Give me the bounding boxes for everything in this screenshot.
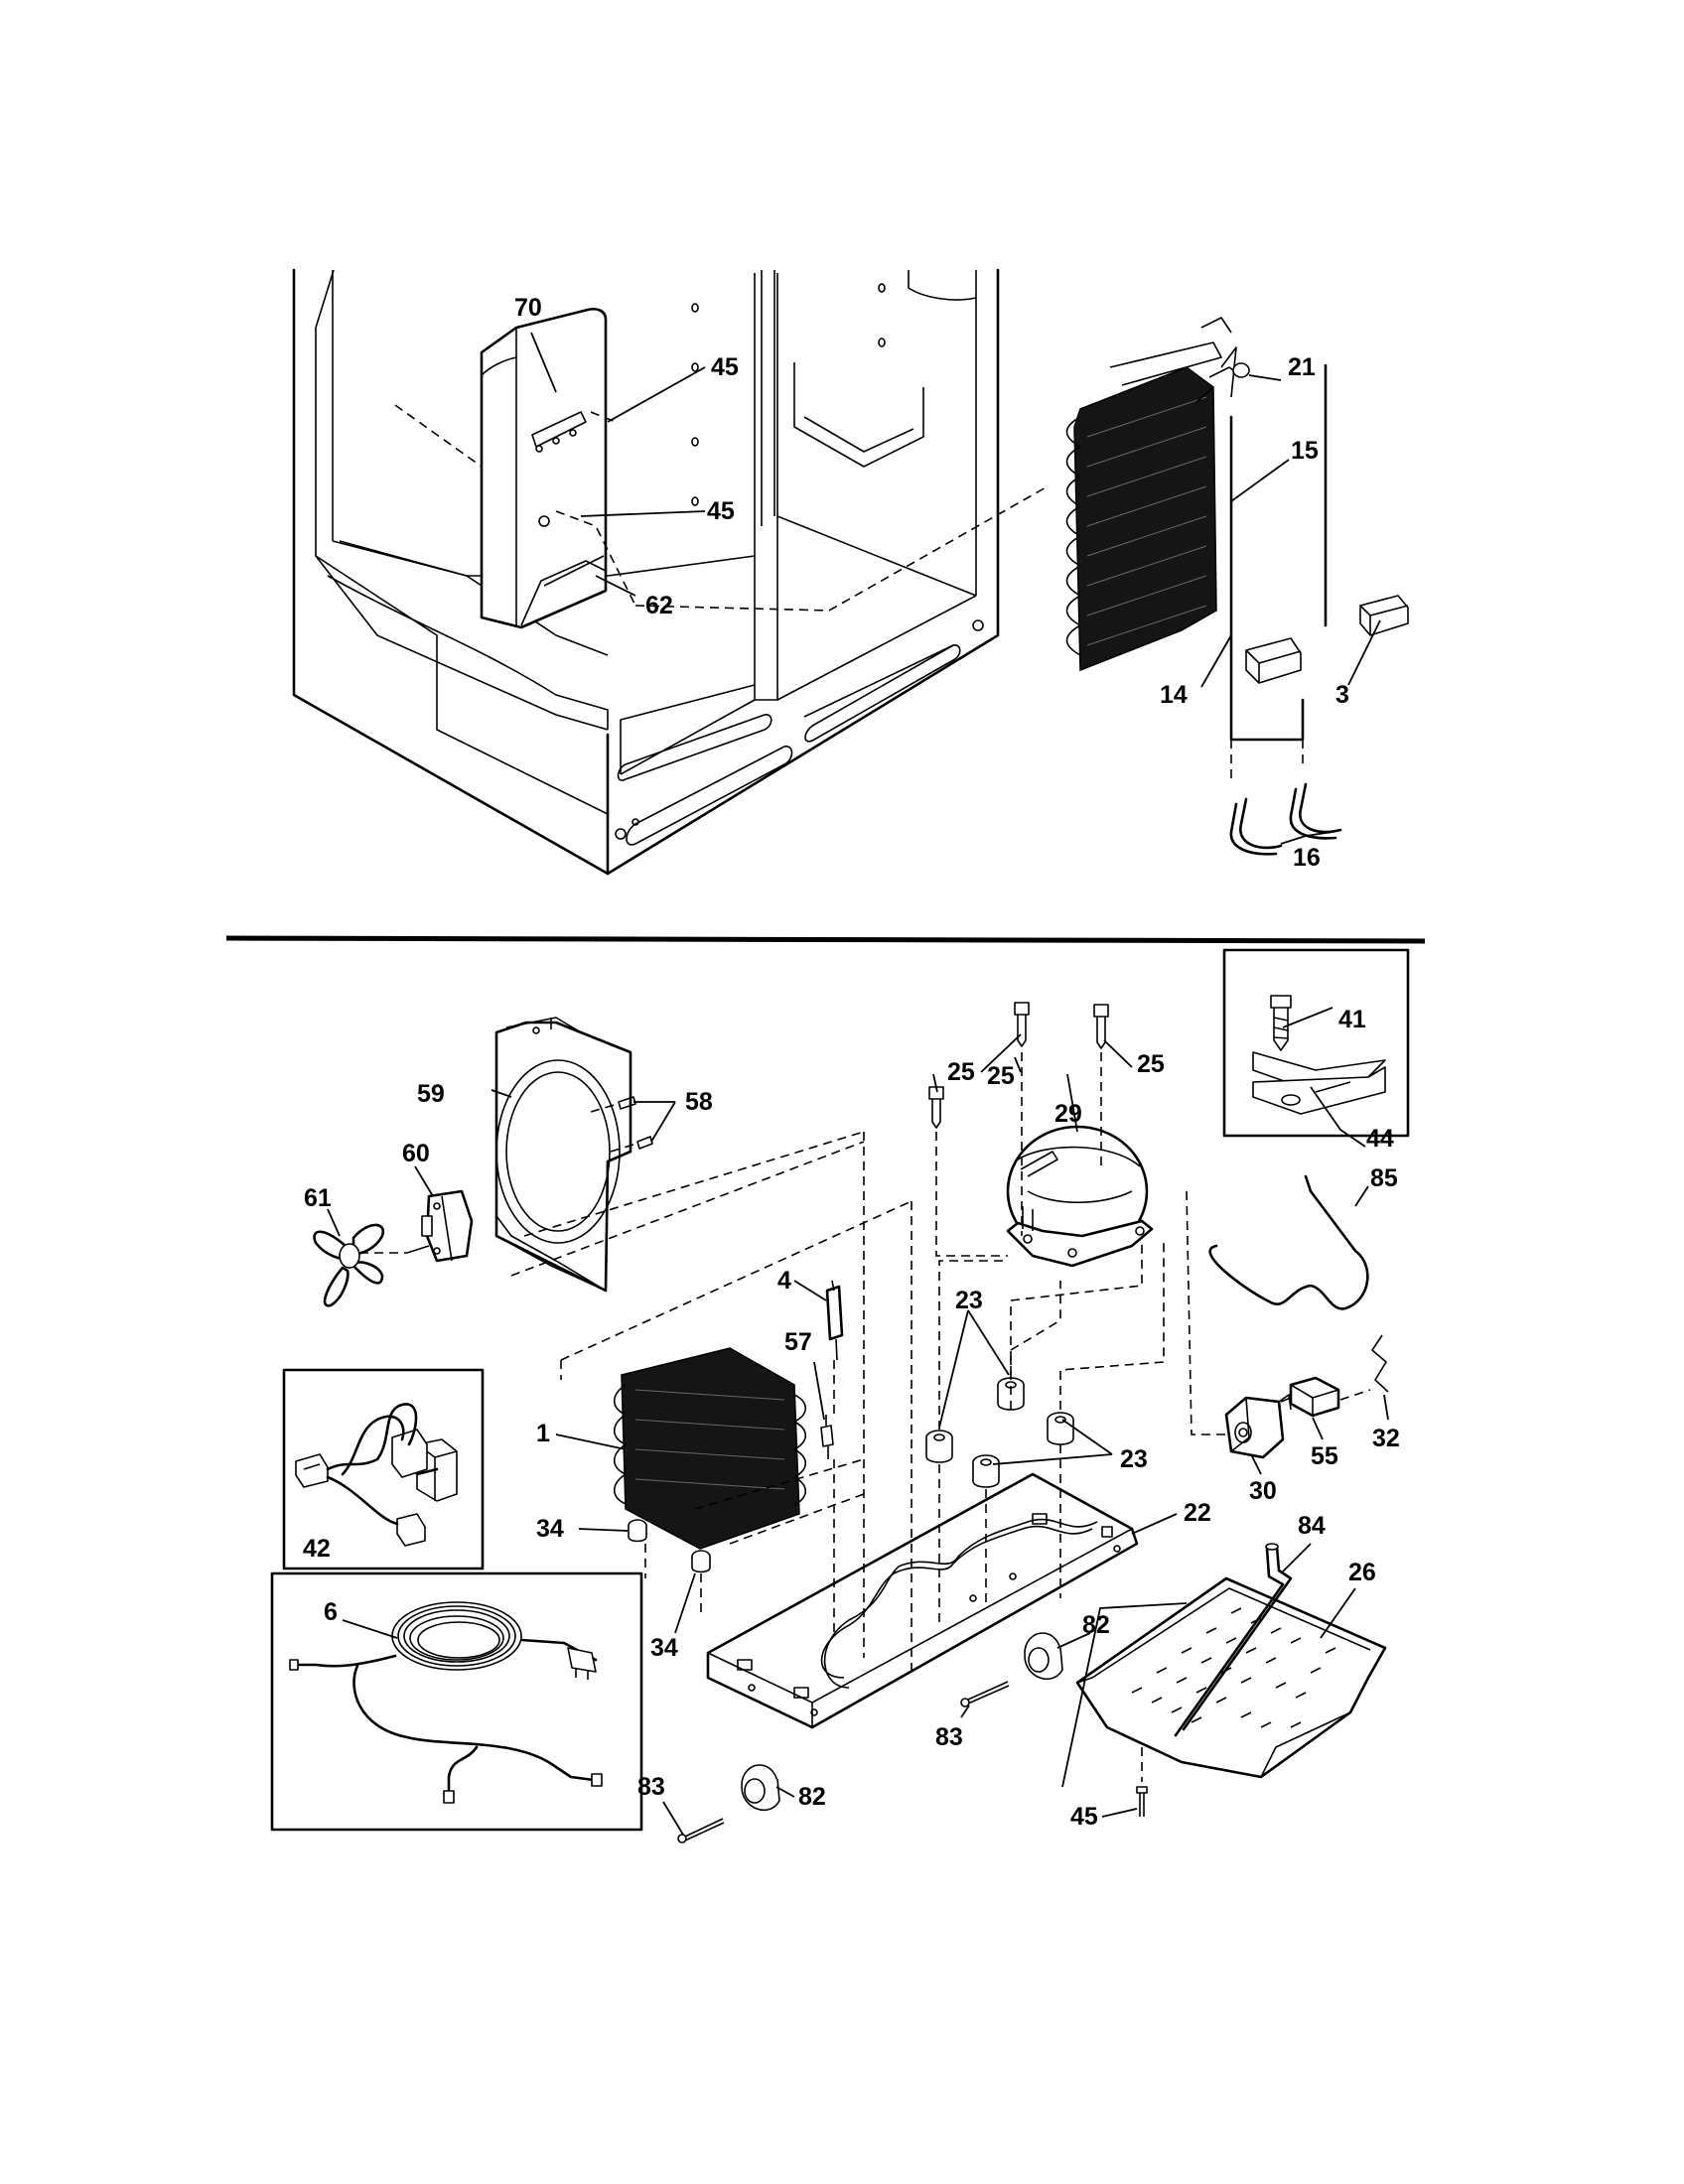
label-70: 70: [514, 294, 542, 322]
screws-25: [928, 1002, 1109, 1257]
dryer-4: [825, 1280, 844, 1361]
label-83-left: 83: [637, 1773, 665, 1801]
assembly-lines: [510, 1131, 1292, 1678]
label-85: 85: [1370, 1164, 1398, 1192]
screw-45-bottom: [1136, 1747, 1148, 1817]
part-21-cap: [1195, 362, 1250, 403]
callout-labels: 70 45 45 62 21 15 3 14 16 25 25 25 29 41…: [303, 294, 1400, 1831]
label-58: 58: [685, 1088, 713, 1116]
label-55: 55: [1311, 1442, 1338, 1470]
label-57: 57: [784, 1328, 812, 1356]
label-83-right: 83: [935, 1723, 963, 1751]
label-59: 59: [417, 1080, 445, 1108]
label-14: 14: [1160, 681, 1188, 709]
bracket-32: [1339, 1334, 1389, 1401]
label-45-middle: 45: [707, 497, 735, 525]
part-3-blocks: [1245, 595, 1409, 684]
screws-58: [590, 1096, 653, 1153]
condenser-1: [613, 1347, 807, 1550]
label-23-upper: 23: [955, 1287, 983, 1314]
label-29: 29: [1054, 1100, 1082, 1128]
label-26: 26: [1348, 1559, 1376, 1586]
part-57: [820, 1415, 834, 1459]
label-42: 42: [303, 1535, 331, 1563]
label-1: 1: [536, 1420, 550, 1447]
fan-motor-60: [406, 1189, 474, 1263]
fan-shroud-59: [494, 1017, 632, 1293]
top-leaders: [530, 332, 1381, 845]
part-85-rod: [1208, 1174, 1369, 1310]
label-6: 6: [324, 1598, 338, 1626]
label-30: 30: [1249, 1477, 1277, 1505]
inset-box-41-44: [1222, 948, 1410, 1138]
fan-blade-61: [313, 1223, 407, 1307]
label-16: 16: [1293, 844, 1321, 872]
part-14-tube: [1229, 363, 1328, 784]
base-pan-22: [706, 1472, 1139, 1729]
grommets-34: [628, 1519, 711, 1613]
overload-55: [1289, 1376, 1340, 1418]
label-44: 44: [1366, 1125, 1394, 1153]
label-45-bottom: 45: [1070, 1803, 1098, 1831]
label-61: 61: [304, 1184, 332, 1212]
label-4: 4: [777, 1267, 791, 1295]
grommets-23: [925, 1377, 1074, 1488]
label-25-left: 25: [947, 1058, 975, 1086]
label-32: 32: [1372, 1425, 1400, 1452]
bumpers-82: [741, 1632, 1063, 1812]
label-3: 3: [1335, 681, 1349, 709]
label-22: 22: [1184, 1499, 1211, 1527]
label-25-mid: 25: [987, 1062, 1015, 1090]
label-15: 15: [1291, 437, 1319, 465]
label-84: 84: [1298, 1512, 1326, 1540]
label-23-lower: 23: [1120, 1445, 1148, 1473]
label-82-lower: 82: [798, 1783, 826, 1811]
drain-tube-84: [1174, 1543, 1293, 1737]
bottom-leaders: [327, 1007, 1389, 1836]
label-60: 60: [402, 1140, 430, 1167]
label-34-upper: 34: [536, 1515, 564, 1543]
label-21: 21: [1288, 353, 1316, 381]
label-62: 62: [645, 592, 673, 619]
compressor-29: [1006, 1125, 1154, 1268]
screws-83: [677, 1681, 1010, 1843]
section-divider: [225, 935, 1426, 944]
label-45-upper: 45: [711, 353, 739, 381]
inset-box-42: [282, 1368, 485, 1570]
drain-pan-26: [1075, 1576, 1387, 1779]
condenser-coil: [1065, 317, 1237, 672]
label-41: 41: [1338, 1006, 1366, 1033]
cabinet: [292, 268, 1049, 876]
label-34-lower: 34: [650, 1634, 678, 1662]
label-82-upper: 82: [1082, 1611, 1110, 1639]
label-25-right: 25: [1137, 1050, 1165, 1078]
part-16-clips: [1229, 782, 1342, 856]
relay-30: [1224, 1394, 1292, 1459]
inset-box-6: [270, 1571, 643, 1832]
